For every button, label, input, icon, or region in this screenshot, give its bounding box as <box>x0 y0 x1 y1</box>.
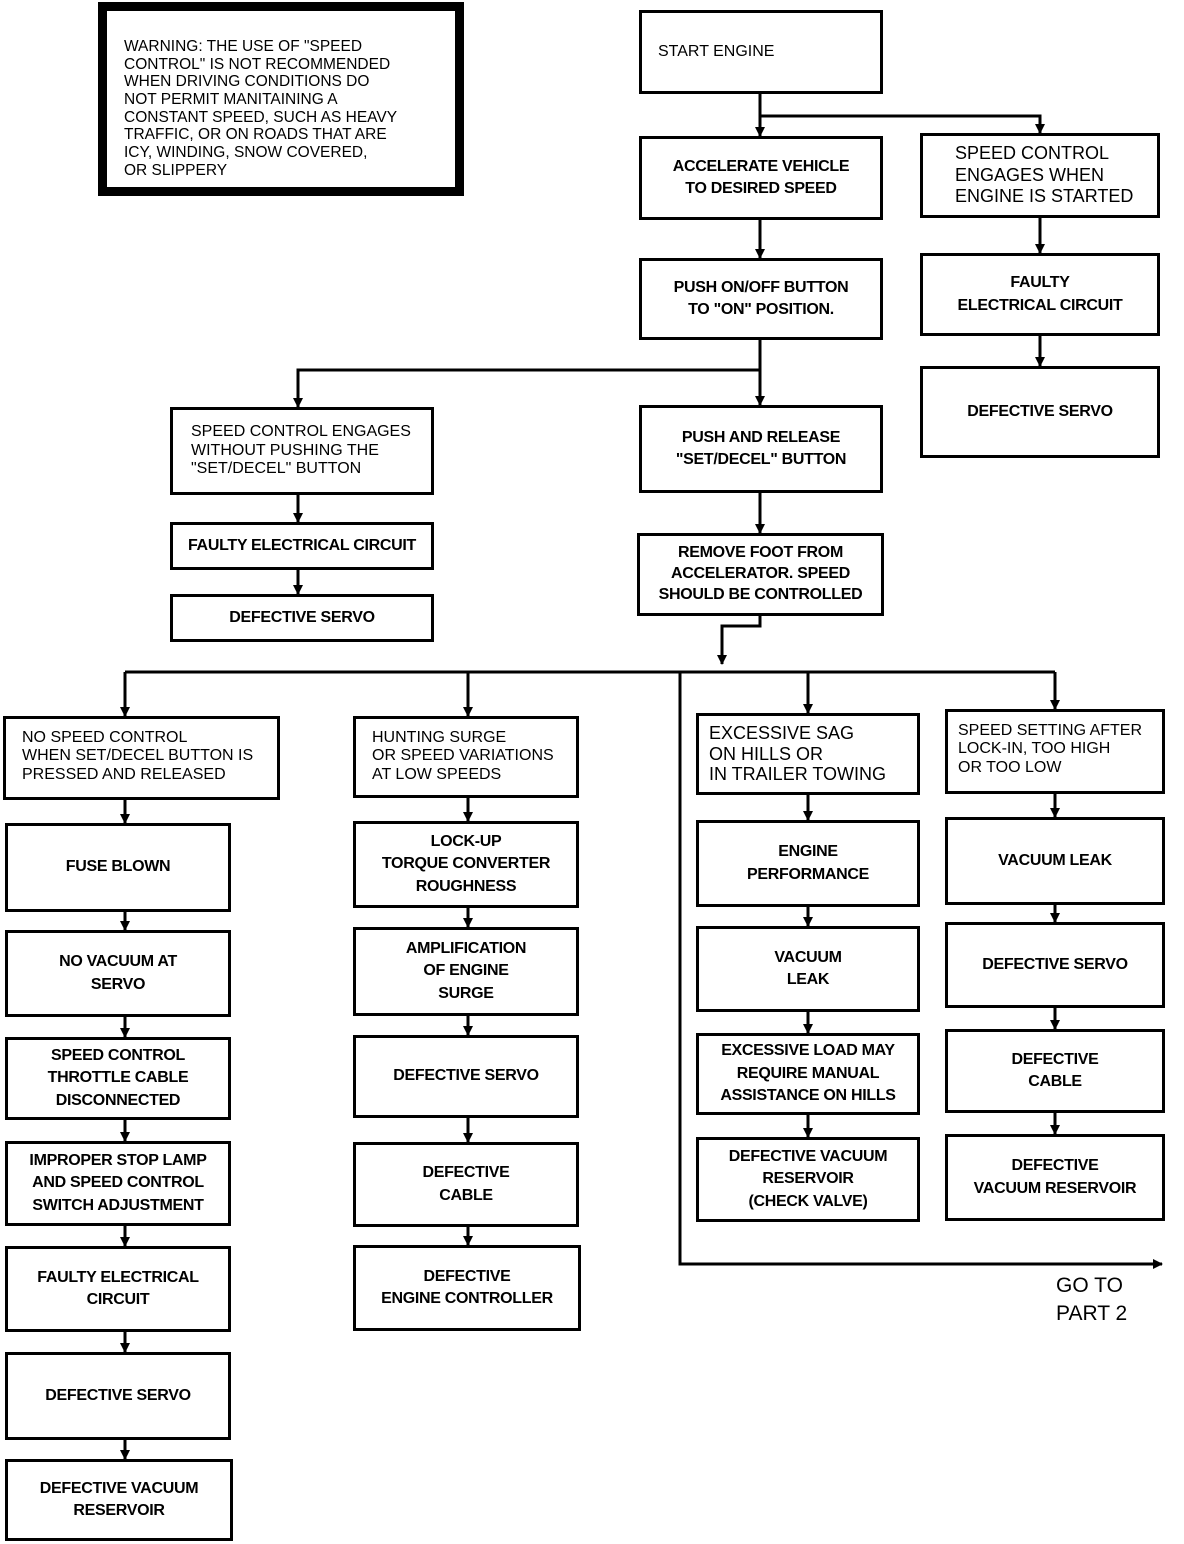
symptom-engages-without-set: SPEED CONTROL ENGAGES WITHOUT PUSHING TH… <box>170 407 434 495</box>
arrow-remove-foot-down <box>717 616 762 665</box>
arrow-start-to-engages-start <box>760 114 1045 134</box>
symptom-excessive-sag: EXCESSIVE SAG ON HILLS OR IN TRAILER TOW… <box>696 713 920 795</box>
cause-fuse-blown: FUSE BLOWN <box>5 823 231 912</box>
cause-defective-vacuum-reservoir-check-valve: DEFECTIVE VACUUM RESERVOIR (CHECK VALVE) <box>696 1137 920 1222</box>
cause-excessive-load: EXCESSIVE LOAD MAY REQUIRE MANUAL ASSIST… <box>696 1033 920 1115</box>
cause-defective-vacuum-reservoir-col4: DEFECTIVE VACUUM RESERVOIR <box>945 1134 1165 1221</box>
push-release-set-decel-box: PUSH AND RELEASE "SET/DECEL" BUTTON <box>639 405 883 493</box>
cause-no-vacuum-at-servo: NO VACUUM AT SERVO <box>5 930 231 1017</box>
cause-defective-engine-controller: DEFECTIVE ENGINE CONTROLLER <box>353 1245 581 1331</box>
goto-part2-label: GO TO PART 2 <box>1056 1274 1128 1326</box>
cause-improper-stop-lamp-adjustment: IMPROPER STOP LAMP AND SPEED CONTROL SWI… <box>5 1141 231 1226</box>
cause-defective-servo-left: DEFECTIVE SERVO <box>170 594 434 642</box>
cause-lockup-torque-converter: LOCK-UP TORQUE CONVERTER ROUGHNESS <box>353 821 579 908</box>
cause-defective-servo-col2: DEFECTIVE SERVO <box>353 1035 579 1118</box>
cause-vacuum-leak-col4: VACUUM LEAK <box>945 817 1165 905</box>
cause-defective-vacuum-reservoir-col1: DEFECTIVE VACUUM RESERVOIR <box>5 1459 233 1541</box>
cause-defective-servo-right: DEFECTIVE SERVO <box>920 366 1160 458</box>
accelerate-vehicle-box: ACCELERATE VEHICLE TO DESIRED SPEED <box>639 136 883 220</box>
warning-note: WARNING: THE USE OF "SPEED CONTROL" IS N… <box>98 2 464 196</box>
push-onoff-button-box: PUSH ON/OFF BUTTON TO "ON" POSITION. <box>639 258 883 340</box>
cause-defective-cable-col2: DEFECTIVE CABLE <box>353 1142 579 1227</box>
goto-part2-line <box>678 672 1163 1269</box>
cause-amplification-engine-surge: AMPLIFICATION OF ENGINE SURGE <box>353 927 579 1016</box>
symptom-hunting-surge: HUNTING SURGE OR SPEED VARIATIONS AT LOW… <box>353 716 579 798</box>
arrow-push-onoff-to-engages-without <box>293 368 760 408</box>
cause-vacuum-leak-col3: VACUUM LEAK <box>696 926 920 1012</box>
cause-throttle-cable-disconnected: SPEED CONTROL THROTTLE CABLE DISCONNECTE… <box>5 1037 231 1120</box>
symptom-no-speed-control: NO SPEED CONTROL WHEN SET/DECEL BUTTON I… <box>3 716 280 800</box>
cause-defective-servo-col4: DEFECTIVE SERVO <box>945 922 1165 1008</box>
cause-faulty-electrical-circuit-left: FAULTY ELECTRICAL CIRCUIT <box>170 522 434 570</box>
cause-defective-servo-col1: DEFECTIVE SERVO <box>5 1352 231 1440</box>
cause-defective-cable-col4: DEFECTIVE CABLE <box>945 1029 1165 1113</box>
cause-faulty-electrical-circuit-col1: FAULTY ELECTRICAL CIRCUIT <box>5 1246 231 1332</box>
symptom-engages-when-started: SPEED CONTROL ENGAGES WHEN ENGINE IS STA… <box>920 133 1160 218</box>
cause-faulty-electrical-circuit-right: FAULTY ELECTRICAL CIRCUIT <box>920 253 1160 336</box>
remove-foot-box: REMOVE FOOT FROM ACCELERATOR. SPEED SHOU… <box>637 533 884 616</box>
start-engine-box: START ENGINE <box>639 10 883 94</box>
symptom-speed-setting: SPEED SETTING AFTER LOCK-IN, TOO HIGH OR… <box>945 709 1165 794</box>
cause-engine-performance: ENGINE PERFORMANCE <box>696 820 920 907</box>
